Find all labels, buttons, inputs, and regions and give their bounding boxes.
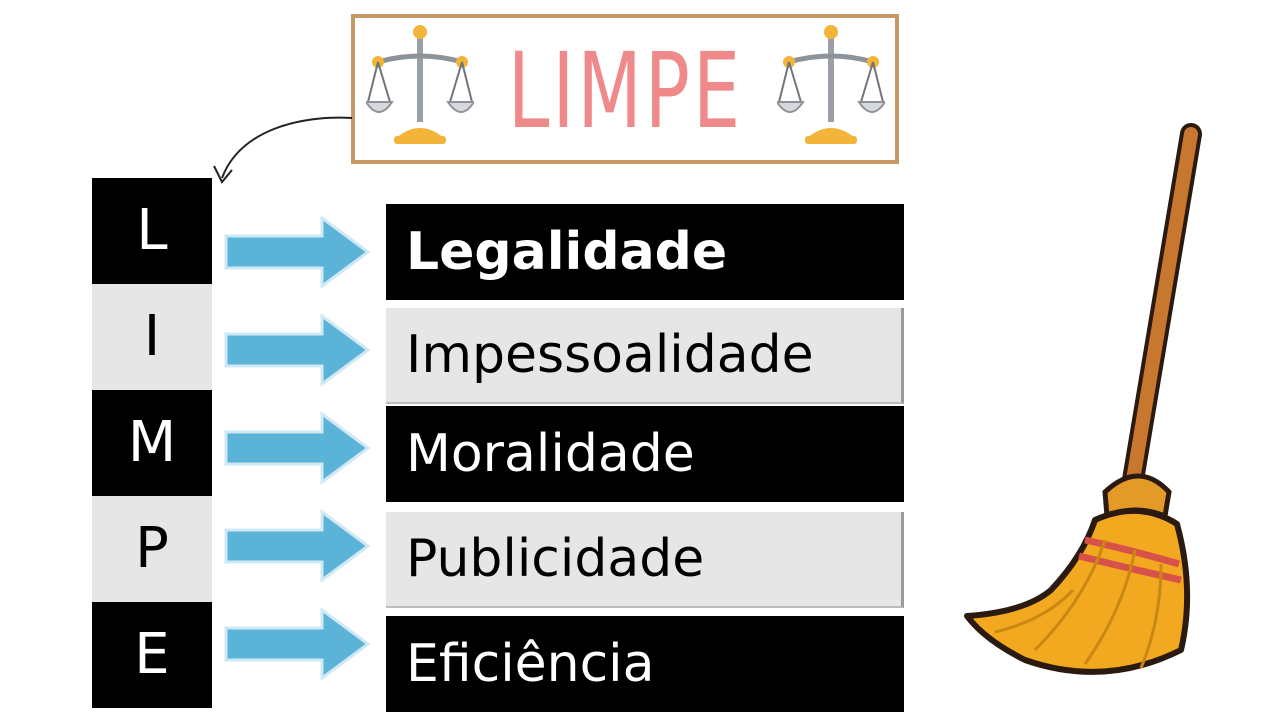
right-arrow-icon bbox=[224, 607, 371, 681]
letter-cell: I bbox=[92, 284, 212, 390]
broom-icon bbox=[964, 123, 1202, 675]
right-arrow-icon bbox=[224, 215, 371, 289]
principle-impessoalidade: Impessoalidade bbox=[386, 308, 904, 404]
scales-icon bbox=[777, 22, 885, 144]
right-arrow-icon bbox=[224, 411, 371, 485]
letter-cell: L bbox=[92, 178, 212, 284]
letter-cell: M bbox=[92, 390, 212, 496]
principle-moralidade: Moralidade bbox=[386, 406, 904, 502]
title: LIMPE bbox=[507, 30, 743, 152]
principle-legalidade: Legalidade bbox=[386, 204, 904, 300]
letter-cell: P bbox=[92, 496, 212, 602]
connector-arrow bbox=[213, 116, 353, 184]
letter-cell: E bbox=[92, 602, 212, 708]
scales-icon bbox=[366, 22, 474, 144]
principle-publicidade: Publicidade bbox=[386, 512, 904, 608]
letter-column: L I M P E bbox=[92, 178, 212, 708]
right-arrow-icon bbox=[224, 313, 371, 387]
principle-eficiencia: Eficiência bbox=[386, 616, 904, 712]
right-arrow-icon bbox=[224, 509, 371, 583]
